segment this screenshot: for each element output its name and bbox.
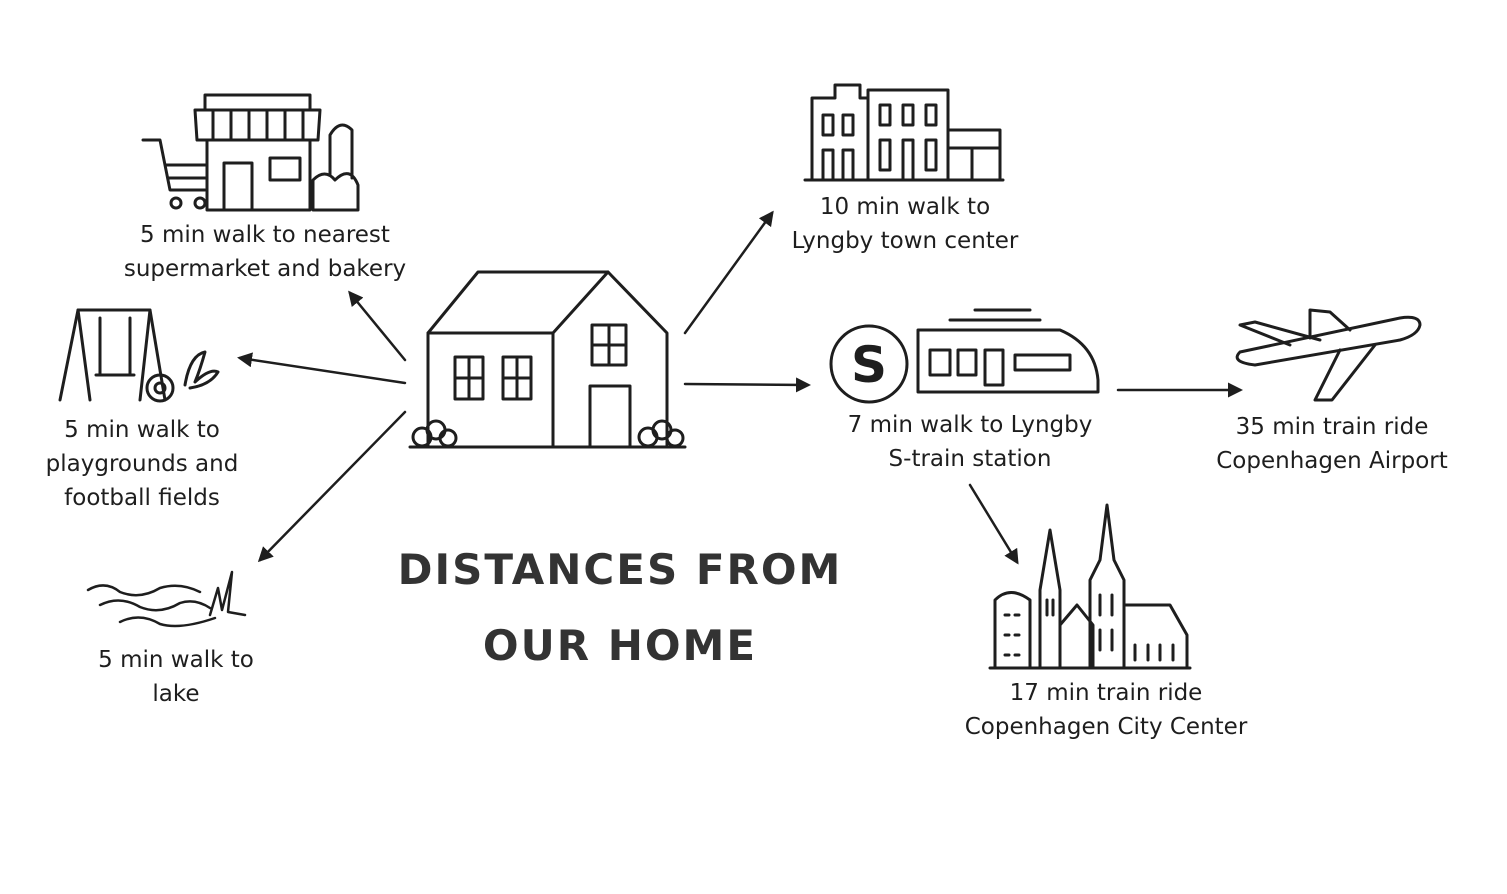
label-line: Lyngby town center <box>791 228 1019 254</box>
label-supermarket: 5 min walk to nearest supermarket and ba… <box>124 218 406 286</box>
arrows <box>237 210 1243 565</box>
diagram-title: DISTANCES FROM OUR HOME <box>398 532 843 684</box>
label-line: S-train station <box>888 446 1052 472</box>
lake-icon <box>86 570 247 628</box>
label-playground: 5 min walk to playgrounds and football f… <box>46 413 239 515</box>
arrow-playground <box>237 352 407 385</box>
arrow-city <box>968 483 1019 565</box>
label-line: 5 min walk to nearest <box>140 222 390 248</box>
label-line: 35 min train ride <box>1235 414 1429 440</box>
house-icon <box>408 270 687 449</box>
label-line: lake <box>152 681 200 707</box>
swing-icon <box>58 308 220 403</box>
arrow-town <box>683 210 774 335</box>
label-city: 17 min train ride Copenhagen City Center <box>965 676 1248 744</box>
arrow-supermarket <box>348 290 407 362</box>
arrow-lake <box>257 410 407 563</box>
label-line: Copenhagen City Center <box>964 714 1248 740</box>
label-line: 7 min walk to Lyngby <box>847 412 1093 438</box>
label-line: Copenhagen Airport <box>1216 448 1448 474</box>
town-buildings-icon <box>803 83 1005 182</box>
label-line: playgrounds and <box>45 451 239 477</box>
label-line: 17 min train ride <box>1009 680 1203 706</box>
label-line: 10 min walk to <box>819 194 991 220</box>
label-airport: 35 min train ride Copenhagen Airport <box>1216 410 1448 478</box>
shop-cart-icon <box>141 93 360 212</box>
label-line: 5 min walk to <box>64 417 220 443</box>
label-line: football fields <box>64 485 220 511</box>
title-line: OUR HOME <box>482 621 758 670</box>
arrow-station <box>683 377 811 393</box>
title-line: DISTANCES FROM <box>397 545 843 594</box>
label-lake: 5 min walk to lake <box>98 643 254 711</box>
label-station: 7 min walk to Lyngby S-train station <box>848 408 1093 476</box>
label-line: supermarket and bakery <box>123 256 407 282</box>
airplane-icon <box>1235 308 1422 402</box>
label-line: 5 min walk to <box>98 647 254 673</box>
city-skyline-icon <box>988 503 1192 670</box>
label-town: 10 min walk to Lyngby town center <box>792 190 1019 258</box>
s-badge: S <box>851 336 887 394</box>
s-train-icon: S <box>829 308 1100 404</box>
